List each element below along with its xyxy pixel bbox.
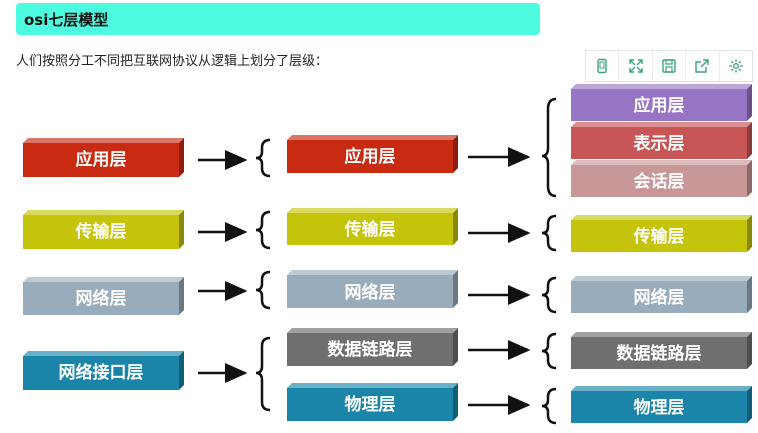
col1-transport-label: 传输层 bbox=[75, 221, 127, 242]
col1-interface-box: 网络接口层 bbox=[23, 351, 184, 390]
share-icon bbox=[695, 59, 710, 73]
col2-datalink-box: 数据链路层 bbox=[287, 328, 458, 366]
col3-physical-label: 物理层 bbox=[634, 397, 685, 418]
brace-col2-interface bbox=[255, 336, 271, 412]
col3-network-label: 网络层 bbox=[634, 287, 685, 308]
brace-col3-transport bbox=[541, 214, 557, 252]
col3-datalink-box: 数据链路层 bbox=[571, 332, 752, 369]
col2-transport-label: 传输层 bbox=[344, 219, 396, 240]
brace-col2-application bbox=[255, 138, 271, 178]
fullscreen-button[interactable] bbox=[619, 51, 653, 81]
col1-interface-label: 网络接口层 bbox=[59, 362, 144, 383]
col3-presentation-label: 表示层 bbox=[634, 133, 685, 154]
brace-col3-physical bbox=[541, 387, 557, 425]
brace-col2-network bbox=[255, 270, 271, 310]
col1-network-label: 网络层 bbox=[76, 288, 127, 309]
col2-network-box: 网络层 bbox=[287, 270, 458, 308]
fullscreen-icon bbox=[628, 59, 643, 73]
col3-datalink-label: 数据链路层 bbox=[617, 343, 702, 364]
brace-col3-network bbox=[541, 276, 557, 314]
col3-presentation-box: 表示层 bbox=[571, 122, 752, 159]
settings-button[interactable] bbox=[720, 51, 752, 81]
col2-transport-box: 传输层 bbox=[287, 208, 458, 245]
col2-network-label: 网络层 bbox=[345, 282, 396, 303]
brace-col3-application bbox=[541, 97, 557, 198]
settings-icon bbox=[729, 59, 743, 73]
save-icon bbox=[662, 59, 676, 73]
col3-network-box: 网络层 bbox=[571, 276, 752, 313]
col2-application-box: 应用层 bbox=[287, 135, 458, 173]
page-title: osi七层模型 bbox=[24, 11, 109, 29]
col2-physical-box: 物理层 bbox=[287, 383, 458, 421]
col3-session-box: 会话层 bbox=[571, 160, 752, 197]
col2-datalink-label: 数据链路层 bbox=[328, 339, 413, 360]
col2-application-label: 应用层 bbox=[345, 146, 396, 167]
title-bar: osi七层模型 bbox=[16, 3, 540, 35]
toolbar bbox=[585, 50, 753, 82]
col3-application-box: 应用层 bbox=[571, 84, 752, 121]
save-button[interactable] bbox=[653, 51, 687, 81]
brace-col3-datalink bbox=[541, 332, 557, 370]
col2-physical-label: 物理层 bbox=[345, 394, 396, 415]
brace-col2-transport bbox=[255, 210, 271, 250]
mobile-icon bbox=[597, 58, 607, 74]
col3-transport-box: 传输层 bbox=[571, 215, 752, 252]
col1-application-box: 应用层 bbox=[23, 138, 184, 177]
col3-physical-box: 物理层 bbox=[571, 386, 752, 423]
description-text: 人们按照分工不同把互联网协议从逻辑上划分了层级： bbox=[16, 54, 329, 69]
col1-application-label: 应用层 bbox=[76, 149, 127, 170]
col1-transport-box: 传输层 bbox=[23, 210, 184, 249]
col3-application-label: 应用层 bbox=[634, 95, 685, 116]
col1-network-box: 网络层 bbox=[23, 277, 184, 315]
mobile-view-button[interactable] bbox=[586, 51, 620, 81]
col3-session-label: 会话层 bbox=[634, 171, 685, 192]
col3-transport-label: 传输层 bbox=[633, 226, 685, 247]
share-button[interactable] bbox=[686, 51, 720, 81]
